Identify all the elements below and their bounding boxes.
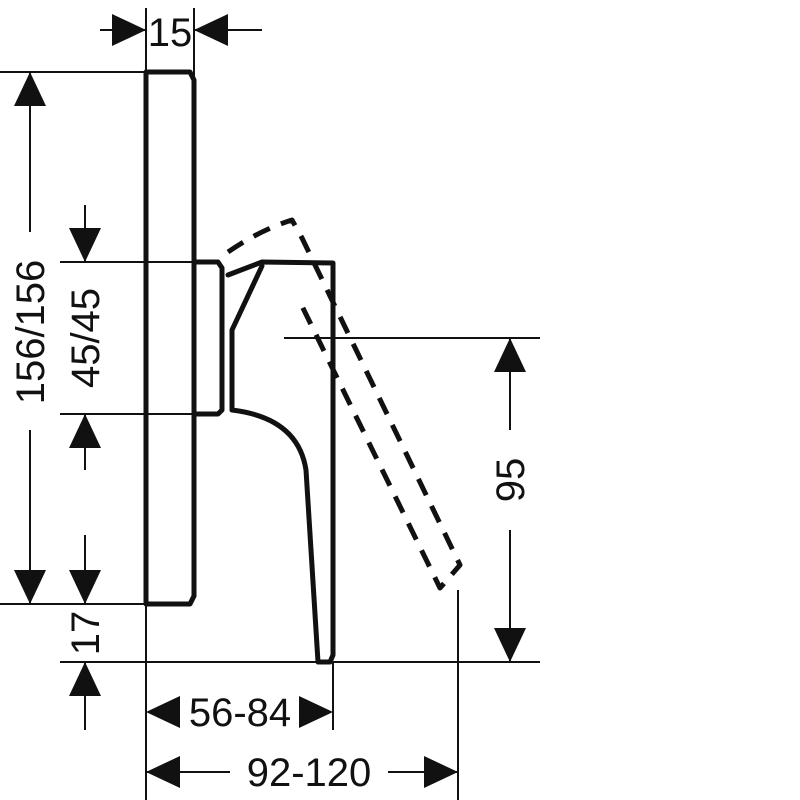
dimension-labels: 15 156/156 45/45 17 95 56-84 92-120 bbox=[9, 11, 533, 795]
dim-projection-min: 56-84 bbox=[189, 691, 291, 735]
product-outline bbox=[143, 69, 463, 665]
mixer-body bbox=[193, 259, 225, 417]
dimension-lines bbox=[0, 8, 540, 800]
dim-body-height: 45/45 bbox=[64, 288, 108, 388]
lever-handle bbox=[225, 259, 336, 665]
dim-projection-total: 92-120 bbox=[247, 751, 372, 795]
dim-plate-thickness: 15 bbox=[148, 11, 193, 55]
dim-plate-height: 156/156 bbox=[9, 260, 53, 405]
lever-alternate-position bbox=[226, 217, 463, 591]
cover-plate bbox=[143, 69, 197, 607]
dim-lever-length: 95 bbox=[489, 458, 533, 503]
dim-bottom-offset: 17 bbox=[64, 611, 108, 656]
